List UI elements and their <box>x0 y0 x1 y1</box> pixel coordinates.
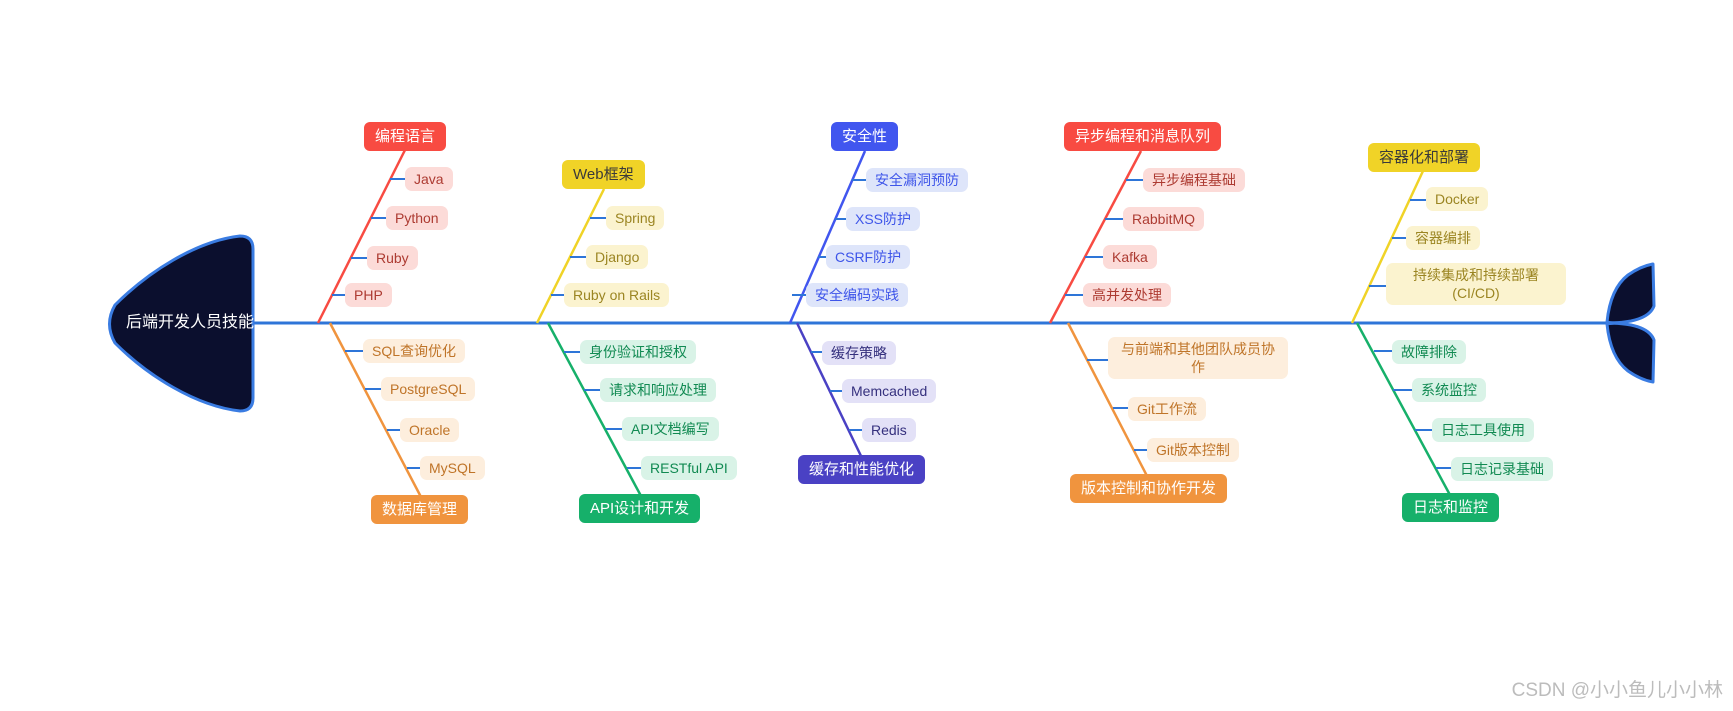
item-secure-coding[interactable]: 安全编码实践 <box>806 283 908 307</box>
category-version-control[interactable]: 版本控制和协作开发 <box>1070 474 1228 503</box>
category-web-frameworks[interactable]: Web框架 <box>562 160 645 189</box>
item-redis[interactable]: Redis <box>862 418 916 442</box>
item-logging-basics[interactable]: 日志记录基础 <box>1451 457 1553 481</box>
item-php[interactable]: PHP <box>345 283 392 307</box>
fish-tail-shape <box>1605 262 1656 325</box>
item-git-workflow[interactable]: Git工作流 <box>1128 397 1206 421</box>
category-async-mq[interactable]: 异步编程和消息队列 <box>1064 122 1222 151</box>
item-kafka[interactable]: Kafka <box>1103 245 1157 269</box>
watermark: CSDN @小小鱼儿小小林 <box>1511 680 1723 701</box>
item-git-vcs[interactable]: Git版本控制 <box>1147 438 1239 462</box>
item-concurrency[interactable]: 高并发处理 <box>1083 283 1171 307</box>
category-programming-languages[interactable]: 编程语言 <box>364 122 447 151</box>
item-ruby-on-rails[interactable]: Ruby on Rails <box>564 283 670 307</box>
item-orchestration[interactable]: 容器编排 <box>1406 226 1480 250</box>
category-logging-monitoring[interactable]: 日志和监控 <box>1402 493 1500 522</box>
item-team-collaboration[interactable]: 与前端和其他团队成员协作 <box>1108 337 1288 379</box>
category-containerization[interactable]: 容器化和部署 <box>1368 143 1481 172</box>
item-logging-tools[interactable]: 日志工具使用 <box>1432 418 1534 442</box>
item-mysql[interactable]: MySQL <box>420 456 485 480</box>
item-sys-monitoring[interactable]: 系统监控 <box>1412 378 1486 402</box>
item-troubleshooting[interactable]: 故障排除 <box>1392 340 1466 364</box>
category-api-design[interactable]: API设计和开发 <box>579 494 701 523</box>
central-topic[interactable]: 后端开发人员技能 <box>125 314 254 331</box>
item-rabbitmq[interactable]: RabbitMQ <box>1123 207 1205 231</box>
item-restful-api[interactable]: RESTful API <box>641 456 737 480</box>
item-req-resp[interactable]: 请求和响应处理 <box>600 378 716 402</box>
item-django[interactable]: Django <box>586 245 649 269</box>
item-auth[interactable]: 身份验证和授权 <box>580 340 696 364</box>
item-connectors <box>332 178 1451 469</box>
item-python[interactable]: Python <box>386 206 448 230</box>
item-api-docs[interactable]: API文档编写 <box>622 417 719 441</box>
fish-head-shape <box>108 234 255 413</box>
item-docker[interactable]: Docker <box>1426 187 1489 211</box>
item-java[interactable]: Java <box>405 167 453 191</box>
category-security[interactable]: 安全性 <box>831 122 899 151</box>
category-database-management[interactable]: 数据库管理 <box>371 495 469 524</box>
item-csrf[interactable]: CSRF防护 <box>826 245 911 269</box>
item-ruby[interactable]: Ruby <box>367 246 418 270</box>
item-memcached[interactable]: Memcached <box>842 379 937 403</box>
item-oracle[interactable]: Oracle <box>400 418 460 442</box>
item-xss[interactable]: XSS防护 <box>846 207 921 231</box>
item-spring[interactable]: Spring <box>606 206 665 230</box>
fish-tail-shape <box>1605 321 1656 384</box>
item-cache-strategy[interactable]: 缓存策略 <box>822 341 896 365</box>
item-postgresql[interactable]: PostgreSQL <box>381 377 476 401</box>
item-vuln-prevention[interactable]: 安全漏洞预防 <box>866 168 968 192</box>
category-cache-performance[interactable]: 缓存和性能优化 <box>798 455 926 484</box>
item-async-basics[interactable]: 异步编程基础 <box>1143 168 1245 192</box>
item-sql-optimization[interactable]: SQL查询优化 <box>363 339 466 363</box>
item-ci-cd[interactable]: 持续集成和持续部署(CI/CD) <box>1386 263 1566 305</box>
